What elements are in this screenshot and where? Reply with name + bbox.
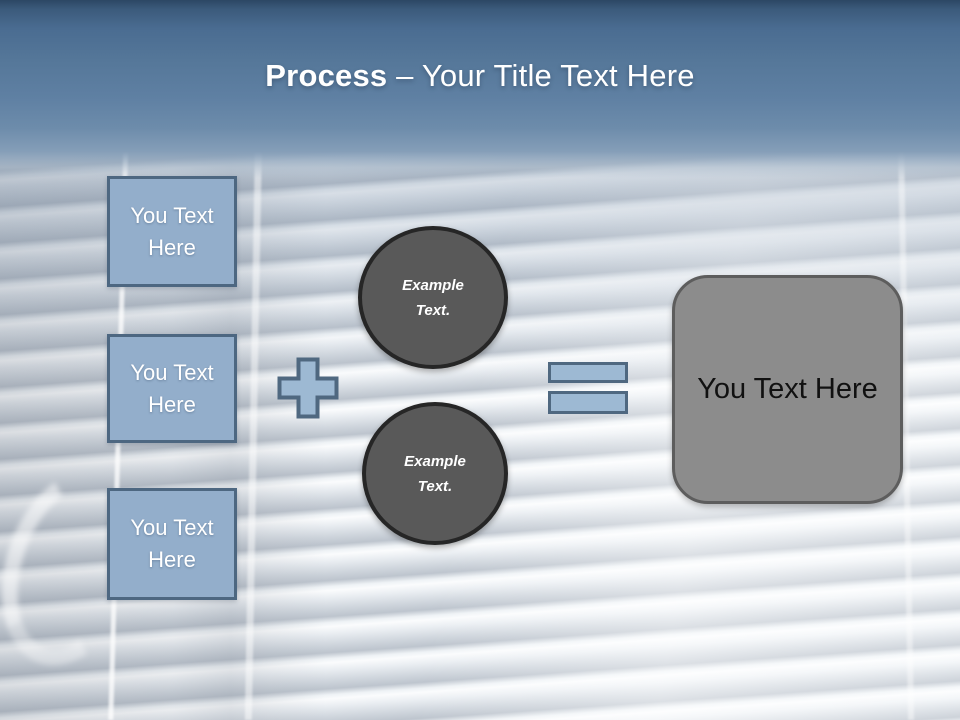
input-box-3-label: You Text Here: [130, 515, 214, 572]
example-circle-1-label: Example Text.: [402, 276, 464, 319]
plus-icon: [276, 356, 340, 420]
slide-title-subtitle: – Your Title Text Here: [396, 58, 695, 93]
plus-shape: [277, 357, 339, 419]
input-box-3: You Text Here: [107, 488, 237, 600]
input-box-2-label: You Text Here: [130, 359, 214, 417]
result-box-label: You Text Here: [697, 373, 878, 405]
input-box-1-label: You Text Here: [130, 202, 214, 260]
equals-bottom-bar: [548, 391, 628, 414]
example-circle-1: Example Text.: [358, 226, 508, 369]
input-box-2: You Text Here: [107, 334, 237, 443]
slide-title: Process – Your Title Text Here: [0, 54, 960, 98]
input-box-1: You Text Here: [107, 176, 237, 287]
result-box: You Text Here: [672, 275, 903, 504]
example-circle-2-label: Example Text.: [404, 452, 466, 495]
equals-top-bar: [548, 362, 628, 383]
slide-title-keyword: Process: [265, 58, 388, 93]
equals-icon: [548, 362, 628, 414]
example-circle-2: Example Text.: [362, 402, 508, 545]
title-band: [0, 0, 960, 178]
